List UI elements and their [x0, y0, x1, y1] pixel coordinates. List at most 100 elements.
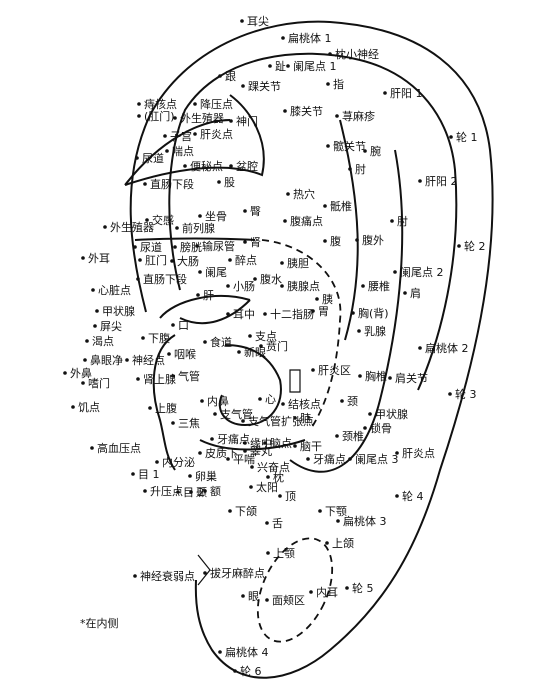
point-dot-lanwei: [198, 270, 202, 274]
anesthesia-bracket: [197, 554, 211, 586]
point-label-ganmen2: 肛门: [145, 253, 167, 267]
point-dot-gan: [196, 293, 200, 297]
point-label-waishengzhiqi: 外生殖器: [180, 111, 224, 125]
point-label-yuanzhong: 缘中: [250, 437, 272, 450]
point-label-xiaoe: 下颌: [235, 504, 257, 518]
point-dot-zhiqiguan: [213, 412, 217, 416]
point-dot-genn: [218, 74, 222, 78]
point-dot-shiguan: [203, 340, 207, 344]
point-dot-huaiguanjie: [241, 84, 245, 88]
point-label-she: 舌: [272, 517, 283, 530]
point-dot-xiongbei: [351, 311, 355, 315]
point-label-rexue: 热穴: [293, 187, 315, 201]
point-label-zhichangxiaduan2: 直肠下段: [143, 272, 187, 286]
point-label-suogu: 锁骨: [370, 421, 392, 435]
point-dot-niaodao2: [133, 245, 137, 249]
point-dot-mianjiaqu: [265, 598, 269, 602]
point-label-bayamazuidian: 拔牙麻醉点: [210, 566, 265, 580]
point-label-shierzhichang: 十二指肠: [270, 307, 314, 321]
earlobe-divider: [289, 369, 301, 393]
point-label-shiguanjie: 嗜门: [88, 376, 110, 390]
point-dot-fuwai: [355, 238, 359, 242]
point-dot-biantaoti4: [218, 650, 222, 654]
point-dot-qianliexian: [175, 226, 179, 230]
point-label-weiaq: 胃: [318, 305, 329, 318]
point-label-gan: 肝: [203, 289, 214, 302]
point-dot-dachang: [170, 259, 174, 263]
point-label-shengyadian: 升压点: [150, 485, 183, 498]
point-dot-xiahuo: [141, 336, 145, 340]
point-dot-biantaoti3: [336, 519, 340, 523]
point-label-chiyan: 牙痛点: [217, 432, 250, 446]
point-dot-shangxian: [136, 377, 140, 381]
point-label-genn: 跟: [225, 70, 236, 83]
point-label-lun2: 轮 2: [464, 239, 486, 253]
point-dot-yan: [241, 594, 245, 598]
point-label-jiazhuangxian2: 甲状腺: [375, 407, 408, 421]
point-label-fuwai: 腹外: [362, 233, 384, 247]
point-dot-shierzhichang: [263, 312, 267, 316]
point-dot-jiazhuangxian2: [368, 412, 372, 416]
point-label-mianjiaqu: 面颊区: [272, 594, 305, 607]
point-label-zhi: 趾: [275, 59, 286, 73]
point-dot-lun5: [345, 586, 349, 590]
point-dot-gaoxueyadian: [90, 446, 94, 450]
point-label-waishengzhiqi2: 外生殖器: [110, 220, 154, 234]
helix-crus: [159, 295, 251, 319]
point-dot-luanchao: [188, 474, 192, 478]
point-dot-lun2: [457, 244, 461, 248]
point-label-shen: 肾: [250, 236, 261, 249]
point-label-tun: 臀: [250, 205, 261, 218]
point-dot-zhi: [268, 64, 272, 68]
point-label-lanweidian3: 阑尾点 3: [355, 452, 399, 466]
point-label-shenjingdian: 神经点: [132, 353, 165, 367]
point-label-xinzangdian: 心脏点: [98, 284, 131, 297]
point-label-feigan: 肺: [300, 412, 311, 425]
point-label-shenmen: 神门: [236, 114, 258, 128]
point-dot-zhiqiguankuozhangdian: [241, 419, 245, 423]
point-dot-penqiang: [229, 164, 233, 168]
point-label-ganyandian: 肝炎点: [200, 128, 233, 141]
point-label-ganyang2: 肝阳 2: [425, 175, 458, 188]
point-label-xingfendian: 兴奋点: [257, 460, 290, 474]
point-label-xin: 心: [265, 393, 276, 406]
point-dot-jidian: [71, 405, 75, 409]
point-label-taiyang: 太阳: [256, 481, 278, 494]
point-dot-feigan: [293, 416, 297, 420]
point-dot-kedian: [85, 339, 89, 343]
point-dot-naogan: [293, 444, 297, 448]
point-label-zigong: 子宫: [170, 129, 192, 143]
point-label-fushui: 腹水: [260, 272, 282, 286]
point-label-kedian: 渴点: [92, 335, 114, 348]
point-label-yanhou: 咽喉: [174, 348, 196, 361]
point-label-gaoxueyadian: 高血压点: [97, 441, 141, 455]
point-dot-shanghe: [325, 541, 329, 545]
point-label-mu2: 目 2: [183, 486, 205, 499]
point-dot-xin: [258, 397, 262, 401]
antihelix-body: [289, 149, 404, 473]
point-dot-zhiheidian: [137, 102, 141, 106]
point-dot-zhidian: [248, 334, 252, 338]
point-dot-ganmen: [137, 114, 141, 118]
point-dot-waishengzhiqi2: [103, 225, 107, 229]
point-dot-lanweidian1: [286, 64, 290, 68]
point-label-fu2: 腹: [330, 234, 341, 248]
point-dot-xingfendian: [250, 465, 254, 469]
liver-area-dash: [261, 239, 342, 431]
antihelix-upper: [124, 94, 265, 186]
point-label-e: 额: [210, 485, 221, 498]
point-dot-zigong: [163, 134, 167, 138]
tragus: [152, 334, 176, 471]
point-dot-shenjingshuairuodian: [133, 574, 137, 578]
point-label-niaodao: 尿道: [142, 151, 164, 165]
point-label-mu1: 目 1: [138, 468, 160, 481]
point-dot-shiguanjie: [81, 381, 85, 385]
point-label-zuidian: 醉点: [235, 253, 257, 267]
point-label-jiaogan: 交感: [152, 213, 174, 227]
point-label-yaozhui: 腰椎: [368, 279, 390, 293]
point-label-erzhong: 耳中: [233, 308, 255, 321]
point-label-lun3b: 轮 3: [455, 387, 477, 401]
point-label-kuobiao: 颈椎: [342, 429, 364, 443]
point-label-shangshangxian: 上腹: [155, 401, 177, 415]
point-label-jing: 颈: [347, 395, 358, 408]
